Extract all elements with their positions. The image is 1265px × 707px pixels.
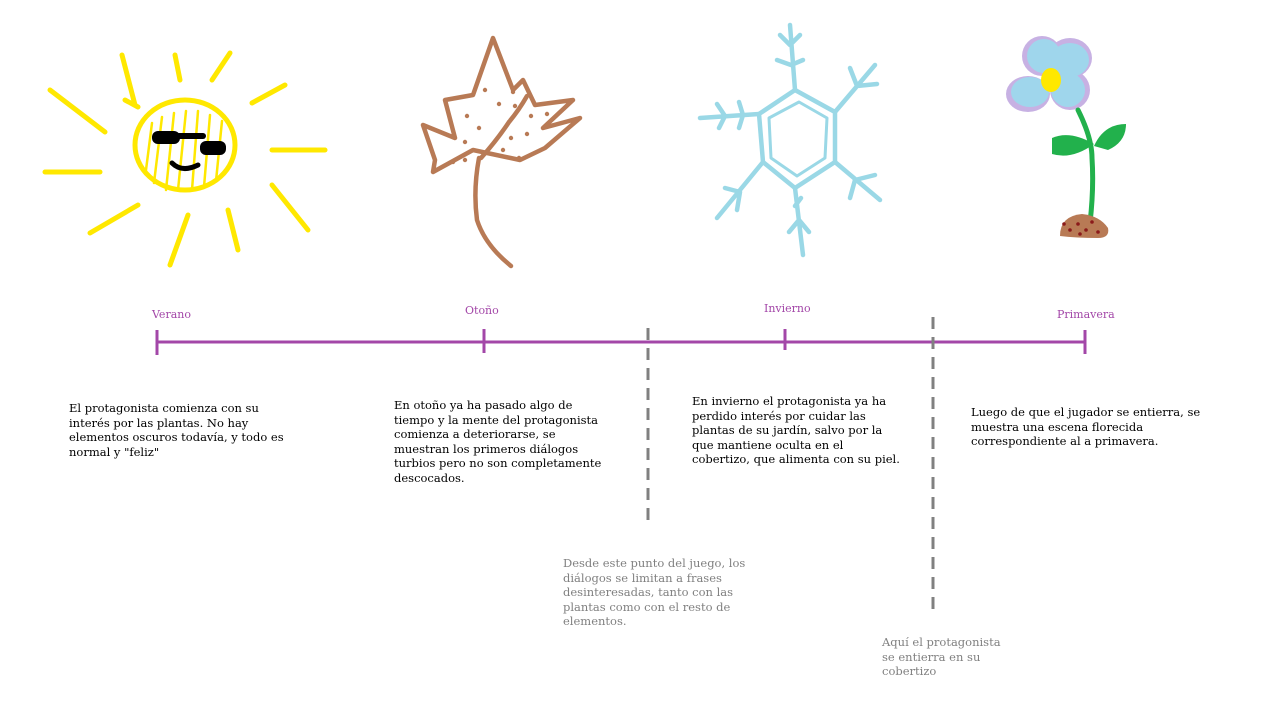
season-description-verano: El protagonista comienza con su interés … <box>69 401 284 459</box>
sun-icon <box>42 50 328 268</box>
marker-note-dialogos: Desde este punto del juego, los diálogos… <box>563 556 746 628</box>
season-label-invierno: Invierno <box>764 302 811 315</box>
season-description-primavera: Luego de que el jugador se entierra, se … <box>971 405 1201 448</box>
season-label-otono: Otoño <box>465 304 499 317</box>
season-description-invierno: En invierno el protagonista ya ha perdid… <box>692 394 900 466</box>
snowflake-icon <box>697 22 883 258</box>
season-label-verano: Verano <box>152 308 191 321</box>
flower-icon <box>1006 36 1126 238</box>
season-label-primavera: Primavera <box>1057 308 1115 321</box>
marker-note-entierro: Aquí el protagonista se entierra en su c… <box>882 635 1001 678</box>
season-description-otono: En otoño ya ha pasado algo de tiempo y l… <box>394 398 602 485</box>
leaf-icon <box>420 35 583 269</box>
